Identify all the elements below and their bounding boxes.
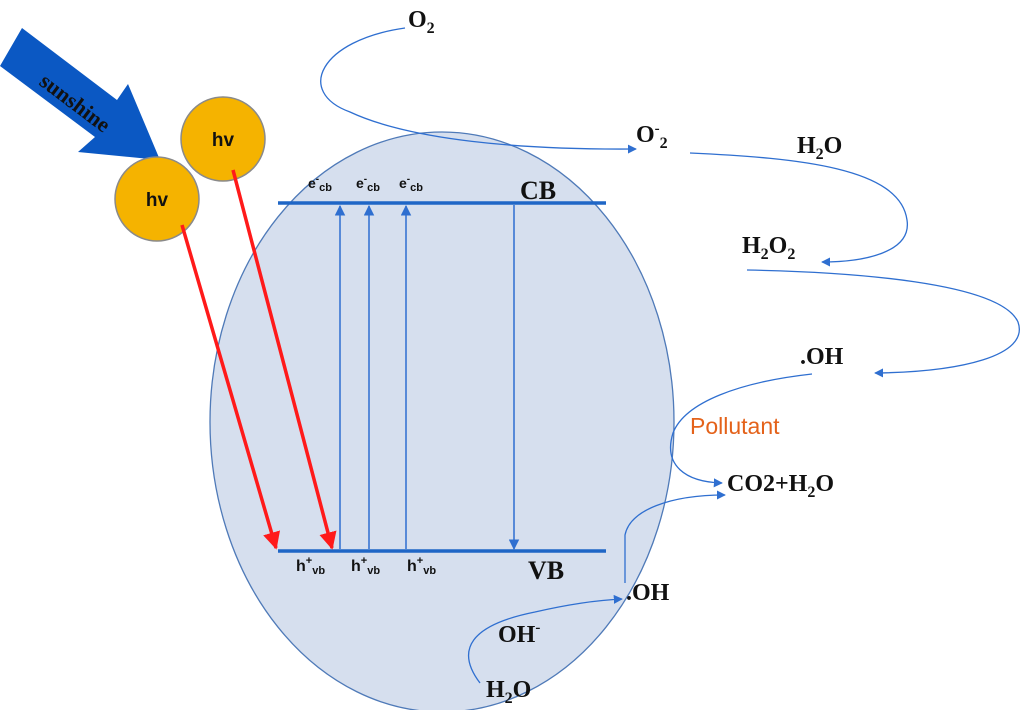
h2o2-label: H2O2 xyxy=(742,233,795,263)
hydroxyl-radical-label: .OH xyxy=(800,344,844,370)
oh-bottom-to-products-arrow xyxy=(624,490,726,583)
oh-to-products-arrow xyxy=(670,373,813,488)
electron-label: e-cb xyxy=(356,174,380,194)
h2o-bottom-label: H2O xyxy=(486,677,531,707)
hydroxide-label: OH- xyxy=(498,620,540,648)
o2-reduction-arrow xyxy=(320,27,637,154)
hole-label: h+vb xyxy=(351,555,380,577)
products-label: CO2+H2O xyxy=(727,471,834,501)
hole-label: h+vb xyxy=(296,555,325,577)
excitation-arrow xyxy=(231,169,337,550)
superoxide-label: O-2 xyxy=(636,121,668,152)
hydroxyl-radical-bottom-label: .OH xyxy=(626,580,670,606)
hole-label: h+vb xyxy=(407,555,436,577)
h2o-top-label: H2O xyxy=(797,133,842,163)
h2o2-to-oh-arrow xyxy=(746,269,1020,378)
vb-label: VB xyxy=(528,556,564,585)
photon-label: hv xyxy=(146,190,169,211)
cb-label: CB xyxy=(520,176,556,205)
semiconductor-particle xyxy=(209,131,675,710)
photon-label: hv xyxy=(212,130,235,151)
photon-icon: hv xyxy=(180,96,266,182)
electron-label: e-cb xyxy=(308,174,332,194)
superoxide-to-h2o2-arrow xyxy=(689,152,908,267)
o2-label: O2 xyxy=(408,7,435,37)
photon-icon: hv xyxy=(114,156,200,242)
sunshine-arrow-icon: sunshine xyxy=(0,28,160,160)
excitation-arrow xyxy=(180,224,281,550)
water-oxidation-arrow xyxy=(468,594,623,684)
pollutant-label: Pollutant xyxy=(690,413,780,439)
electron-label: e-cb xyxy=(399,174,423,194)
